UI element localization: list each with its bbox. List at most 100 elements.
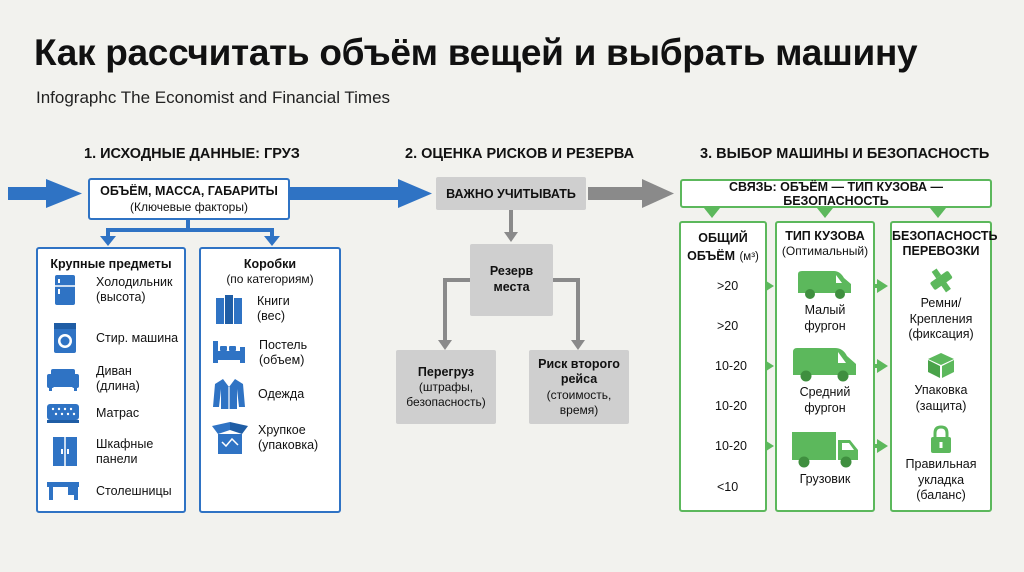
section-3-title: 3. ВЫБОР МАШИНЫ И БЕЗОПАСНОСТЬ (700, 146, 990, 162)
large-item-label: Столешницы (96, 483, 172, 498)
important-label: ВАЖНО УЧИТЫВАТЬ (446, 186, 576, 201)
wardrobe-icon (53, 437, 77, 466)
body-type-label: Средний фургон (799, 385, 851, 415)
input-factors-sub: (Ключевые факторы) (130, 200, 248, 214)
list-item: Диван (длина) (46, 364, 140, 394)
volume-level: >20 (717, 279, 739, 293)
gray-arrow-body (588, 187, 644, 200)
small-van-icon (798, 271, 851, 299)
box-item-label: Одежда (258, 386, 305, 401)
washing-machine-icon (54, 323, 76, 353)
link-box: СВЯЗЬ: ОБЪЁМ — ТИП КУЗОВА — БЕЗОПАСНОСТЬ (680, 179, 992, 208)
body-type-panel: ТИП КУЗОВА (Оптимальный) (775, 221, 875, 512)
volume-level: 10-20 (715, 359, 747, 373)
volume-level: >20 (717, 319, 739, 333)
boxes-title: Коробки (243, 257, 297, 271)
page-subtitle: Infographc The Economist and Financial T… (36, 88, 391, 107)
box-item-label: Хрупкое (упаковка) (258, 423, 319, 452)
list-item: Постель (объем) (211, 338, 307, 368)
box-item-label: Постель (объем) (259, 338, 308, 367)
blue-arrow-middle (290, 187, 400, 200)
important-box: ВАЖНО УЧИТЫВАТЬ (436, 177, 586, 210)
safety-label: Правильная укладка (баланс) (905, 457, 977, 503)
volume-level: <10 (717, 480, 739, 494)
gray-arrow-left (438, 340, 452, 350)
bed-icon (213, 341, 245, 363)
body-type-item: Грузовик (775, 430, 875, 488)
boxes-panel: Коробки (по категориям) (199, 247, 341, 513)
package-icon (928, 353, 954, 378)
second-trip-title: Риск второго рейса (538, 357, 620, 387)
table-icon (47, 482, 79, 500)
large-items-title: Крупные предметы (50, 257, 172, 271)
section-1-title: 1. ИСХОДНЫЕ ДАННЫЕ: ГРУЗ (84, 146, 300, 162)
input-factors-title: ОБЪЁМ, МАССА, ГАБАРИТЫ (100, 184, 278, 198)
green-down-arrow-2 (817, 208, 833, 218)
green-down-arrow-1 (704, 208, 720, 218)
list-item: Матрас (46, 400, 139, 426)
blue-fork-arrow-right (264, 236, 280, 246)
blue-arrow-head-left (46, 179, 82, 208)
gray-arrow-right (571, 340, 585, 350)
safety-item: Правильная укладка (баланс) (890, 425, 992, 504)
reserve-label: Резерв места (489, 264, 534, 294)
gray-arrow-head (642, 179, 674, 208)
boxes-sub: (по категориям) (226, 272, 314, 286)
safety-item: Ремни/ Крепления (фиксация) (890, 266, 992, 343)
list-item: Стир. машина (50, 322, 178, 354)
safety-label: Упаковка (защита) (914, 383, 968, 413)
box-item-label: Книги (вес) (257, 294, 290, 323)
link-label: СВЯЗЬ: ОБЪЁМ — ТИП КУЗОВА — БЕЗОПАСНОСТЬ (728, 179, 944, 208)
safety-panel: БЕЗОПАСНОСТЬ ПЕРЕВОЗКИ (890, 221, 998, 512)
safety-title: БЕЗОПАСНОСТЬ ПЕРЕВОЗКИ (892, 229, 998, 258)
list-item: Хрупкое (упаковка) (212, 420, 318, 456)
list-item: Одежда (212, 377, 304, 411)
second-trip-box: Риск второго рейса (стоимость, время) (529, 350, 629, 424)
blue-arrow-head-right (398, 179, 432, 208)
books-icon (216, 295, 242, 324)
blue-fork-arrow-left (100, 236, 116, 246)
section-2-title: 2. ОЦЕНКА РИСКОВ И РЕЗЕРВА (405, 146, 635, 162)
fridge-icon (55, 275, 75, 305)
list-item: Холодильник (высота) (50, 274, 172, 306)
overload-sub: (штрафы, безопасность) (406, 380, 486, 409)
safety-item: Упаковка (защита) (890, 351, 992, 414)
body-type-label: Грузовик (799, 472, 851, 486)
blue-arrow-start (8, 187, 48, 200)
volume-level: 10-20 (715, 399, 747, 413)
mattress-icon (47, 404, 79, 423)
overload-title: Перегруз (417, 365, 475, 380)
large-item-label: Матрас (96, 405, 140, 420)
volume-level: 10-20 (715, 439, 747, 453)
list-item: Шкафные панели (50, 436, 153, 468)
body-type-label: Малый фургон (804, 303, 846, 333)
seatbelt-icon (930, 268, 953, 293)
page-title: Как рассчитать объём вещей и выбрать маш… (34, 32, 918, 73)
volume-title: ОБЩИЙ ОБЪЁМ (687, 231, 748, 264)
large-item-label: Диван (длина) (96, 364, 140, 393)
lock-icon (931, 425, 951, 453)
gray-arrow-to-reserve (504, 232, 518, 242)
body-type-item: Средний фургон (775, 346, 875, 416)
green-down-arrow-3 (930, 208, 946, 218)
safety-label: Ремни/ Крепления (фиксация) (908, 296, 974, 342)
body-type-sub: (Оптимальный) (781, 244, 869, 258)
medium-van-icon (793, 348, 856, 382)
large-item-label: Шкафные панели (96, 437, 154, 466)
blue-fork (106, 220, 274, 238)
overload-box: Перегруз (штрафы, безопасность) (396, 350, 496, 424)
sofa-icon (47, 369, 79, 391)
body-type-item: Малый фургон (775, 268, 875, 334)
fragile-box-icon (212, 422, 248, 454)
large-item-label: Холодильник (высота) (96, 275, 173, 304)
large-item-label: Стир. машина (96, 330, 179, 345)
body-type-title: ТИП КУЗОВА (785, 229, 865, 243)
volume-panel: ОБЩИЙ ОБЪЁМ (м³) (679, 221, 767, 512)
input-factors-box: ОБЪЁМ, МАССА, ГАБАРИТЫ (Ключевые факторы… (88, 178, 290, 220)
list-item: Столешницы (46, 480, 172, 502)
volume-unit: (м³) (739, 251, 759, 264)
gray-split-lines (443, 278, 580, 342)
reserve-box: Резерв места (470, 244, 553, 316)
truck-icon (792, 432, 858, 468)
clothes-icon (213, 379, 245, 409)
